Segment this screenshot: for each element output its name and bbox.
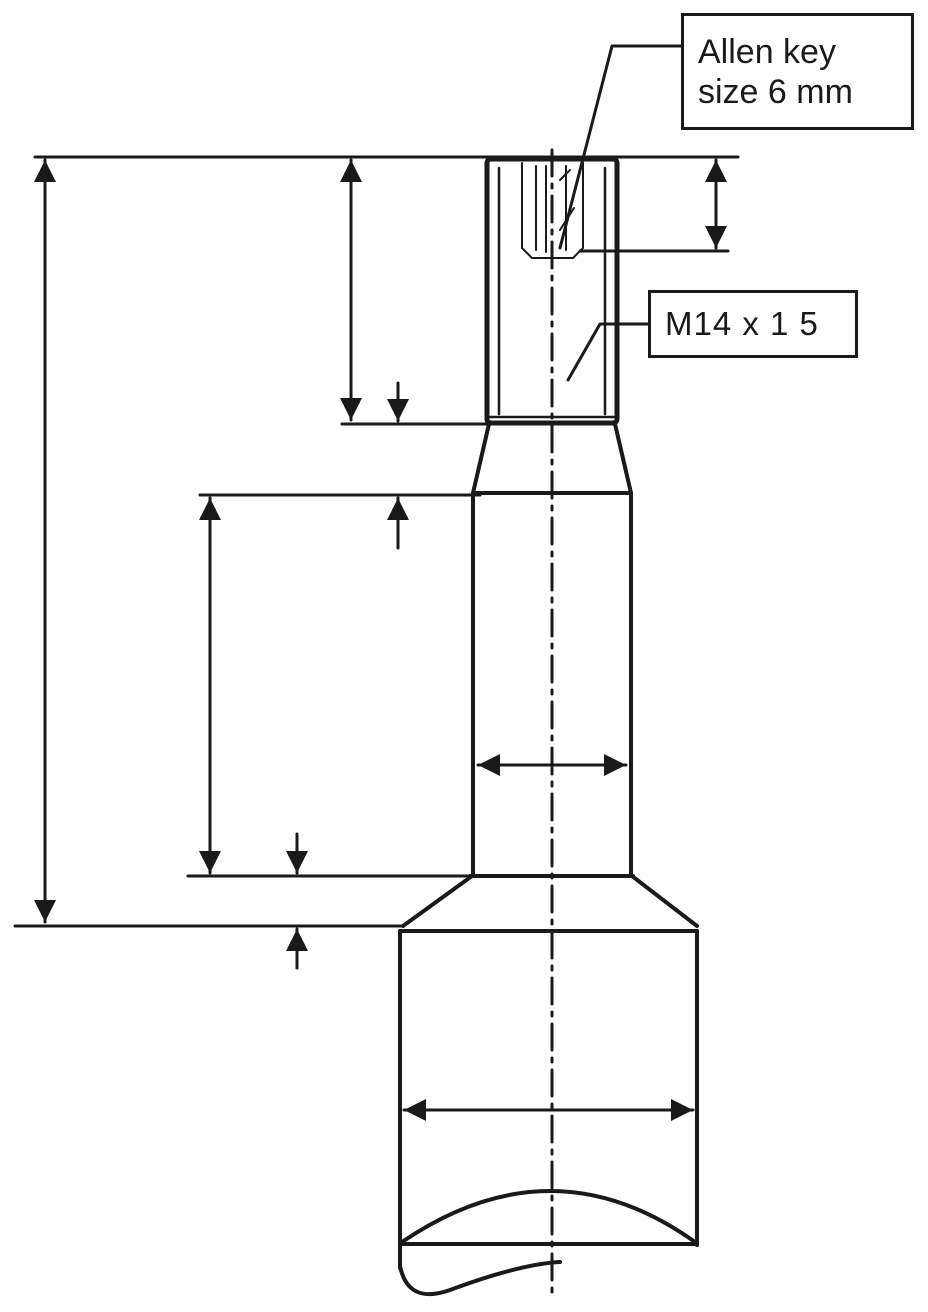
dimension-lines [34, 158, 727, 1121]
allen-key-callout-line1: Allen key [698, 33, 836, 71]
allen-key-callout: Allen key size 6 mm [681, 13, 914, 130]
hex-socket [521, 162, 584, 259]
thread-spec-callout: M14 x 1 5 [648, 290, 858, 358]
thread-spec-label: M14 x 1 5 [665, 305, 819, 342]
damper-body [398, 929, 699, 1296]
extension-lines [13, 155, 740, 928]
leader-lines [558, 44, 683, 382]
thread-leader [566, 322, 650, 382]
allen-key-callout-line2: size 6 mm [698, 73, 853, 111]
shoulder-cone [401, 874, 699, 928]
allen-key-leader [558, 44, 683, 250]
